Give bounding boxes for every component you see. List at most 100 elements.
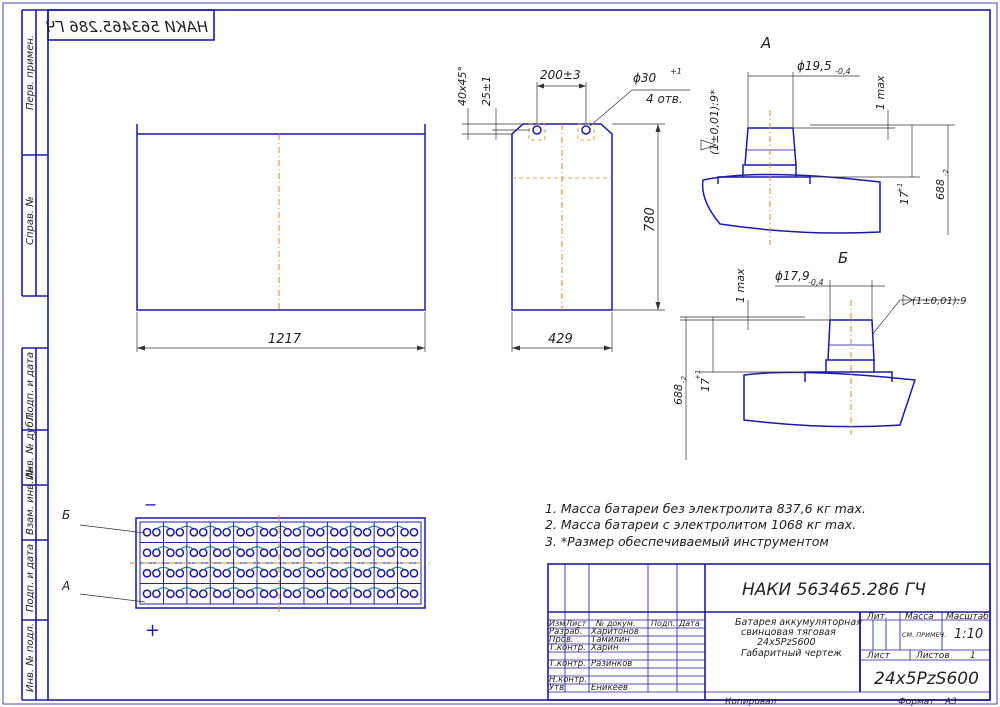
length-dim: 1217 bbox=[268, 332, 302, 347]
cell-terminal bbox=[306, 527, 316, 537]
cell-terminal bbox=[339, 589, 349, 599]
cell-terminal bbox=[175, 548, 185, 558]
cell-terminal bbox=[283, 568, 292, 578]
note-3: 3. *Размер обеспечиваемый инструментом bbox=[545, 534, 829, 549]
cell-terminal bbox=[269, 527, 278, 537]
col-doc: № докум. bbox=[595, 619, 635, 628]
role-2: Т.контр. bbox=[549, 643, 586, 653]
hole-spacing-dim: 200±3 bbox=[540, 68, 581, 82]
front-view-outline bbox=[136, 133, 426, 311]
col-list: Лист bbox=[565, 619, 587, 628]
cell-terminal bbox=[306, 568, 316, 578]
notes: 1. Масса батареи без электролита 837,6 к… bbox=[545, 501, 866, 549]
cell-terminal bbox=[189, 527, 199, 537]
col-izm: Изм bbox=[549, 619, 565, 628]
detail-a-dia: ϕ19,5 bbox=[797, 59, 832, 73]
cell-terminal bbox=[189, 568, 199, 578]
hole-dia-dim: ϕ30 bbox=[633, 71, 657, 85]
side-label-4: Взам. инв. № bbox=[25, 467, 36, 535]
side-label-0: Перв. примен. bbox=[25, 35, 36, 110]
minus-terminal-sign: − bbox=[144, 495, 157, 514]
side-view: 200±3 ϕ30 +1 4 отв. 40х45° 25±1 780 429 bbox=[456, 66, 690, 352]
cell-terminal bbox=[222, 527, 231, 537]
sheets-value: 1 bbox=[970, 651, 976, 661]
cell-terminal bbox=[362, 568, 372, 578]
detail-b-dia: ϕ17,9 bbox=[775, 269, 810, 283]
front-view: 1217 bbox=[136, 124, 426, 352]
side-label-3: Инв. № дубл. bbox=[24, 412, 36, 480]
plan-label-b: Б bbox=[62, 508, 70, 522]
cell-terminal bbox=[259, 568, 269, 578]
cell-terminal bbox=[198, 548, 208, 558]
cell-terminal bbox=[315, 568, 325, 578]
cell-terminal bbox=[315, 548, 325, 558]
cell-terminal bbox=[409, 527, 419, 537]
detail-b-max: 1 max bbox=[734, 268, 747, 303]
cell-terminal bbox=[353, 548, 363, 558]
detail-b: Б ϕ17,9 -0,4 (1±0,01):9 1 max 17 +1 688 … bbox=[672, 249, 967, 460]
detail-b-taper: (1±0,01):9 bbox=[912, 296, 967, 307]
cell-terminal bbox=[353, 568, 363, 578]
cell bbox=[397, 583, 422, 605]
side-label-5: Подп. и дата bbox=[25, 544, 36, 612]
side-label-2: Подп. и дата bbox=[25, 352, 36, 420]
cell-terminal bbox=[152, 548, 161, 558]
head-scale: Масштаб bbox=[946, 612, 989, 622]
cell-terminal bbox=[166, 548, 175, 558]
detail-a-h688: 688 bbox=[934, 179, 947, 200]
cell-terminal bbox=[283, 589, 292, 599]
title-code: НАКИ 563465.286 ГЧ bbox=[742, 580, 926, 600]
cell-terminal bbox=[353, 527, 363, 537]
cell-terminal bbox=[386, 548, 395, 558]
side-label-6: Инв. № подл. bbox=[25, 623, 36, 692]
cell-terminal bbox=[269, 548, 278, 558]
offset-dim: 25±1 bbox=[480, 76, 493, 106]
code-stamp-box bbox=[47, 9, 215, 41]
col-sign: Подп. bbox=[651, 619, 675, 628]
cell-terminal bbox=[409, 548, 419, 558]
hole-dia-tol: +1 bbox=[670, 67, 682, 76]
cell-terminal bbox=[222, 589, 231, 599]
cell-terminal bbox=[376, 568, 386, 578]
cell-terminal bbox=[339, 548, 349, 558]
cell-terminal bbox=[166, 589, 175, 599]
cell-terminal bbox=[306, 589, 316, 599]
detail-b-h17: 17 bbox=[699, 378, 712, 392]
col-date: Дата bbox=[678, 619, 700, 628]
cell-terminal bbox=[175, 568, 185, 578]
cell-terminal bbox=[259, 527, 269, 537]
title-name-3: 24х5PzS600 bbox=[757, 637, 816, 648]
detail-b-dia-tol: -0,4 bbox=[808, 278, 824, 287]
cell-terminal bbox=[400, 568, 409, 578]
cell-terminal bbox=[222, 568, 231, 578]
cell-terminal bbox=[245, 548, 255, 558]
cell-terminal bbox=[269, 589, 278, 599]
cell-terminal bbox=[142, 589, 152, 599]
role-4: Н.контр. bbox=[549, 675, 587, 685]
role-5: Утв. bbox=[549, 683, 567, 693]
scale-value: 1:10 bbox=[954, 627, 983, 642]
cell-terminal bbox=[198, 527, 208, 537]
hole-right bbox=[581, 125, 591, 135]
name-5: Еникеев bbox=[591, 683, 628, 693]
hole-left bbox=[532, 125, 542, 135]
hole-count: 4 отв. bbox=[646, 92, 683, 106]
detail-b-label: Б bbox=[838, 249, 848, 267]
cell-terminal bbox=[166, 568, 175, 578]
detail-b-h17-tol: +1 bbox=[694, 370, 702, 380]
plus-terminal-sign: + bbox=[145, 620, 160, 641]
inner-frame bbox=[47, 9, 991, 701]
left-margin-boxes bbox=[21, 9, 48, 701]
title-name-2: свинцовая тяговая bbox=[741, 627, 836, 638]
name-0: Харитонов bbox=[590, 627, 639, 637]
cell-terminal bbox=[330, 568, 339, 578]
cell-terminal bbox=[376, 548, 386, 558]
code-stamp-text: НАКИ 563465.286 ГЧ bbox=[46, 18, 208, 36]
cell-terminal bbox=[409, 568, 419, 578]
role-3: Т.контр. bbox=[549, 659, 586, 669]
cell-terminal bbox=[142, 548, 152, 558]
cell-terminal bbox=[236, 527, 246, 537]
copied-label: Копировал bbox=[725, 697, 777, 707]
cell-terminal bbox=[386, 527, 395, 537]
